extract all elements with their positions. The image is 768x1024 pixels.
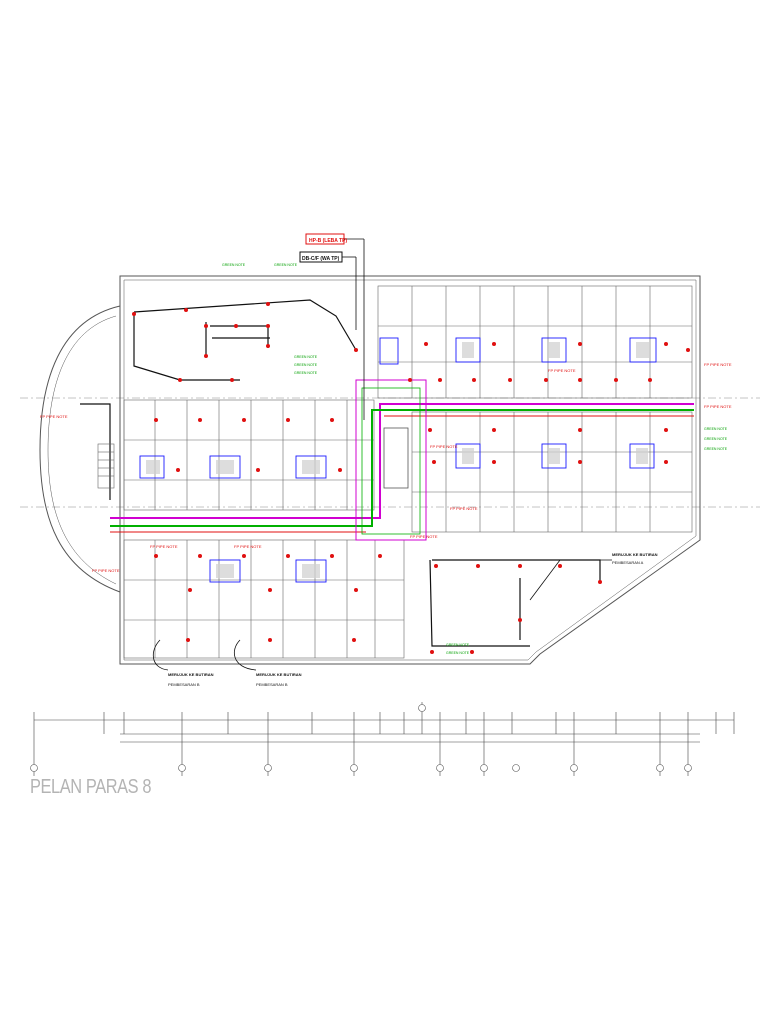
svg-text:GREEN NOTE: GREEN NOTE	[446, 651, 470, 655]
svg-text:FP PIPE NOTE: FP PIPE NOTE	[450, 506, 478, 511]
leader-lines	[152, 559, 612, 671]
building-outline	[39, 275, 701, 665]
rooms-left-lower	[123, 539, 405, 659]
svg-text:GREEN NOTE: GREEN NOTE	[274, 263, 298, 267]
west-stair	[97, 443, 115, 489]
grid-bubbles	[30, 704, 692, 772]
svg-text:FP PIPE NOTE: FP PIPE NOTE	[548, 368, 576, 373]
block-note-left-2b: PEMBESARAN B	[256, 682, 288, 687]
service-trunk	[110, 403, 694, 533]
svg-text:GREEN NOTE: GREEN NOTE	[704, 427, 728, 431]
svg-text:FP PIPE NOTE: FP PIPE NOTE	[150, 544, 178, 549]
svg-text:GREEN NOTE: GREEN NOTE	[704, 437, 728, 441]
svg-text:GREEN NOTE: GREEN NOTE	[446, 643, 470, 647]
top-tags	[299, 233, 365, 420]
block-note-right-b: PEMBESARAN A	[612, 560, 644, 565]
svg-text:FP PIPE NOTE: FP PIPE NOTE	[704, 404, 732, 409]
core-boxes	[139, 337, 657, 583]
green-annotations: GREEN NOTE GREEN NOTE GREEN NOTE GREEN N…	[222, 263, 728, 655]
sheet-title: PELAN PARAS 8	[30, 776, 152, 798]
svg-text:FP PIPE NOTE: FP PIPE NOTE	[92, 568, 120, 573]
svg-text:FP PIPE NOTE: FP PIPE NOTE	[704, 362, 732, 367]
svg-text:GREEN NOTE: GREEN NOTE	[294, 363, 318, 367]
block-note-left-2: MERUJUK KE BUTIRAN	[256, 672, 302, 677]
svg-text:GREEN NOTE: GREEN NOTE	[294, 355, 318, 359]
svg-text:GREEN NOTE: GREEN NOTE	[222, 263, 246, 267]
grid-lines	[20, 397, 760, 508]
svg-text:FP PIPE NOTE: FP PIPE NOTE	[430, 444, 458, 449]
sprinkler-points	[132, 302, 690, 654]
dimension-strings	[33, 702, 735, 776]
block-note-left-1: MERUJUK KE BUTIRAN	[168, 672, 214, 677]
red-annotations: FP PIPE NOTE FP PIPE NOTE FP PIPE NOTE F…	[40, 362, 732, 573]
bathroom-hatching	[146, 342, 650, 578]
svg-text:FP PIPE NOTE: FP PIPE NOTE	[410, 534, 438, 539]
top-tag-2: DB-C/F (WA TP)	[302, 256, 340, 262]
svg-text:FP PIPE NOTE: FP PIPE NOTE	[234, 544, 262, 549]
svg-text:GREEN NOTE: GREEN NOTE	[704, 447, 728, 451]
rooms-left-upper	[123, 399, 375, 511]
block-note-right: MERUJUK KE BUTIRAN	[612, 552, 658, 557]
svg-text:GREEN NOTE: GREEN NOTE	[294, 371, 318, 375]
rooms-right-lower	[411, 411, 693, 533]
block-note-left-1b: PEMBESARAN B	[168, 682, 200, 687]
top-tag-1: HP-B (LEBA TP)	[309, 238, 347, 244]
riser-cluster	[355, 379, 427, 541]
svg-text:FP PIPE NOTE: FP PIPE NOTE	[40, 414, 68, 419]
